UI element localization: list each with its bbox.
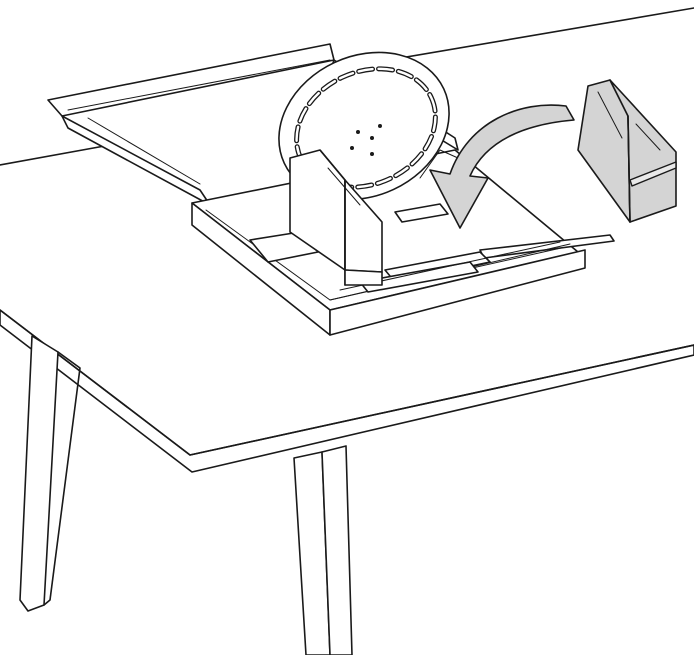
- lid-inner-fold: [88, 118, 200, 184]
- table-leg-left: [20, 336, 58, 611]
- lid-left-wall: [62, 116, 210, 205]
- disc-hole-5: [370, 152, 374, 156]
- disc-hole-3: [378, 124, 382, 128]
- insert-base: [345, 270, 382, 285]
- tabletop-edge-thickness: [0, 310, 694, 472]
- disc-hole-2: [370, 136, 374, 140]
- disc-hole-4: [350, 146, 354, 150]
- tabletop-back-edge-left: [0, 145, 110, 165]
- disc-hole-1: [356, 130, 360, 134]
- cardboard-insert-removed: [578, 80, 676, 222]
